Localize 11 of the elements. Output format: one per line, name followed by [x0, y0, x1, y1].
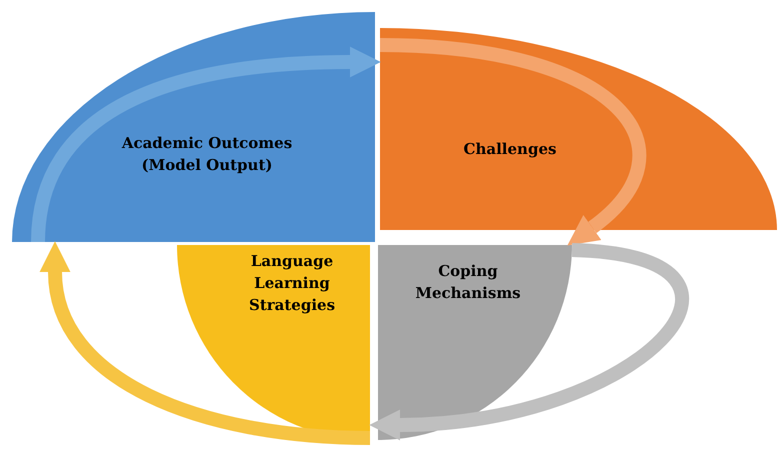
- node-label: Language Learning Strategies: [248, 251, 336, 316]
- node-label: Academic Outcomes (Model Output): [120, 133, 294, 176]
- node-label: Challenges: [462, 139, 558, 160]
- curved-arrow: [380, 38, 646, 248]
- curved-arrow: [369, 243, 689, 440]
- curved-arrow: [31, 46, 381, 243]
- quarter-shape: [380, 28, 777, 230]
- curved-arrow: [40, 241, 370, 445]
- quarter-shape: [12, 12, 375, 242]
- node-label: Coping Mechanisms: [414, 261, 522, 304]
- quarter-shape: [378, 245, 572, 440]
